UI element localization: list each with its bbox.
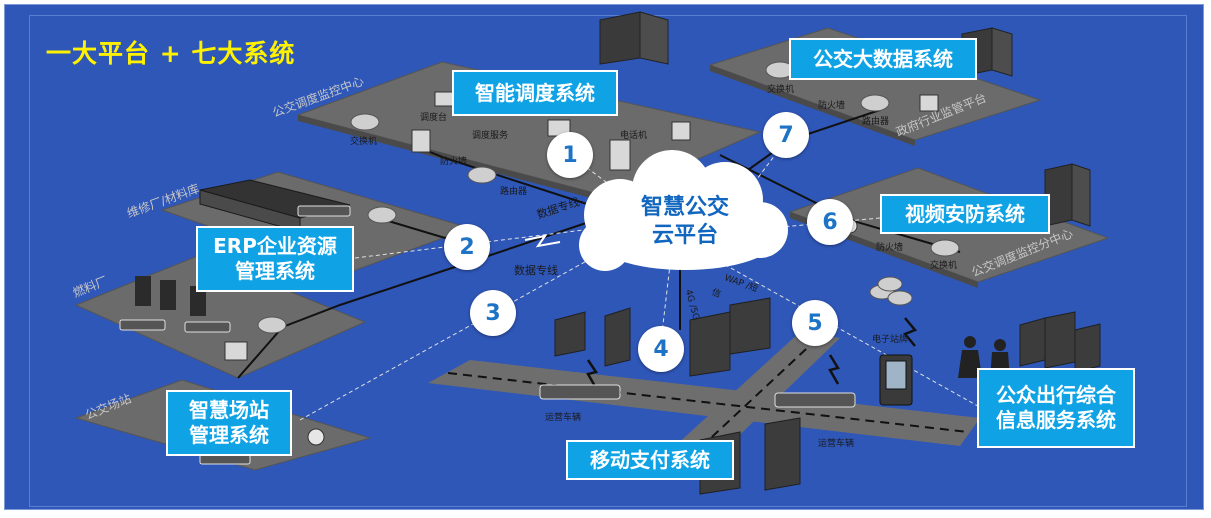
dash-6 (769, 217, 881, 229)
dashed-links (299, 134, 986, 421)
public-travel-info-system-box: 公众出行综合 信息服务系统 (977, 368, 1135, 448)
system-5-label-line1: 公众出行综合 (996, 383, 1116, 407)
bus-main-road (539, 384, 856, 408)
video-security-system-box: 视频安防系统 (880, 194, 1050, 234)
dash-1 (569, 154, 631, 201)
bus-stop-sign (879, 354, 913, 406)
lightning-person (902, 317, 918, 347)
big-data-system-box: 公交大数据系统 (789, 38, 977, 80)
switch-label: 交换机 (767, 85, 795, 95)
dispatch-server-label: 调度服务 (472, 131, 509, 141)
dash-5 (719, 261, 986, 411)
cloud-line-1: 智慧公交 (640, 195, 729, 220)
system-6-label: 视频安防系统 (905, 201, 1025, 226)
router-label: 路由器 (500, 187, 528, 197)
dispatch-desk-label: 调度台 (420, 113, 448, 123)
link-bus-station (237, 329, 281, 379)
system-3-label-line2: 管理系统 (189, 423, 269, 447)
dash-2 (354, 227, 601, 259)
link-fuel-factory (279, 219, 596, 329)
dispatch-center-edge (298, 115, 610, 203)
subcenter-building (1044, 163, 1091, 227)
number-badge-7: 7 (763, 112, 809, 158)
mobile-payment-system-box: 移动支付系统 (566, 440, 734, 480)
running-vehicle-label: 运营车辆 (818, 439, 855, 449)
switch-label: 交换机 (930, 261, 958, 271)
gov-platform-edge (710, 65, 915, 146)
running-vehicle-label: 运营车辆 (545, 413, 582, 423)
inner-frame (29, 15, 1187, 507)
router-label: 路由器 (862, 117, 890, 127)
lightning-left (524, 234, 561, 248)
page-title: 一大平台 + 七大系统 (46, 39, 296, 68)
number-badge-5: 5 (792, 300, 838, 346)
system-5-label-line2: 信息服务系统 (996, 408, 1116, 432)
cloud-line-2: 云平台 (651, 222, 718, 248)
data-line-label: 数据专线 (514, 264, 558, 277)
switch-label: 交换机 (350, 137, 378, 147)
cloud-platform-label: 智慧公交 云平台 (600, 194, 770, 249)
number-badge-4: 4 (638, 326, 684, 372)
system-3-label-line1: 智慧场站 (189, 398, 269, 422)
system-4-label: 移动支付系统 (590, 447, 710, 472)
system-2-label-line2: 管理系统 (235, 259, 315, 283)
phone-label: 电话机 (620, 131, 648, 141)
office-building-top (599, 11, 669, 65)
lightning-bus (828, 354, 840, 385)
system-2-label-line1: ERP企业资源 (213, 234, 337, 258)
smart-station-system-box: 智慧场站 管理系统 (166, 390, 292, 456)
firewall-label: 防火墙 (876, 243, 904, 253)
network-devices (257, 61, 960, 334)
fuel-pumps (135, 276, 206, 316)
system-7-label: 公交大数据系统 (813, 46, 953, 71)
number-badge-3: 3 (470, 290, 516, 336)
cloud-shape (579, 150, 788, 271)
number-badge-6: 6 (807, 199, 853, 245)
lightning-building (586, 359, 599, 389)
number-badge-2: 2 (444, 224, 490, 270)
firewall-label: 防火墙 (440, 157, 468, 167)
firewall-label: 防火墙 (818, 101, 846, 111)
smart-dispatch-system-box: 智能调度系统 (452, 70, 618, 116)
number-badge-1: 1 (547, 132, 593, 178)
road-marking-main (447, 372, 969, 433)
city-buildings-right (1019, 311, 1101, 373)
system-1-label: 智能调度系统 (475, 80, 595, 105)
erp-system-box: ERP企业资源 管理系统 (196, 226, 354, 292)
dash-3 (299, 247, 611, 421)
dash-7 (744, 134, 791, 196)
epaper-label: 电子站牌 (872, 335, 909, 345)
city-buildings-left (554, 297, 771, 377)
